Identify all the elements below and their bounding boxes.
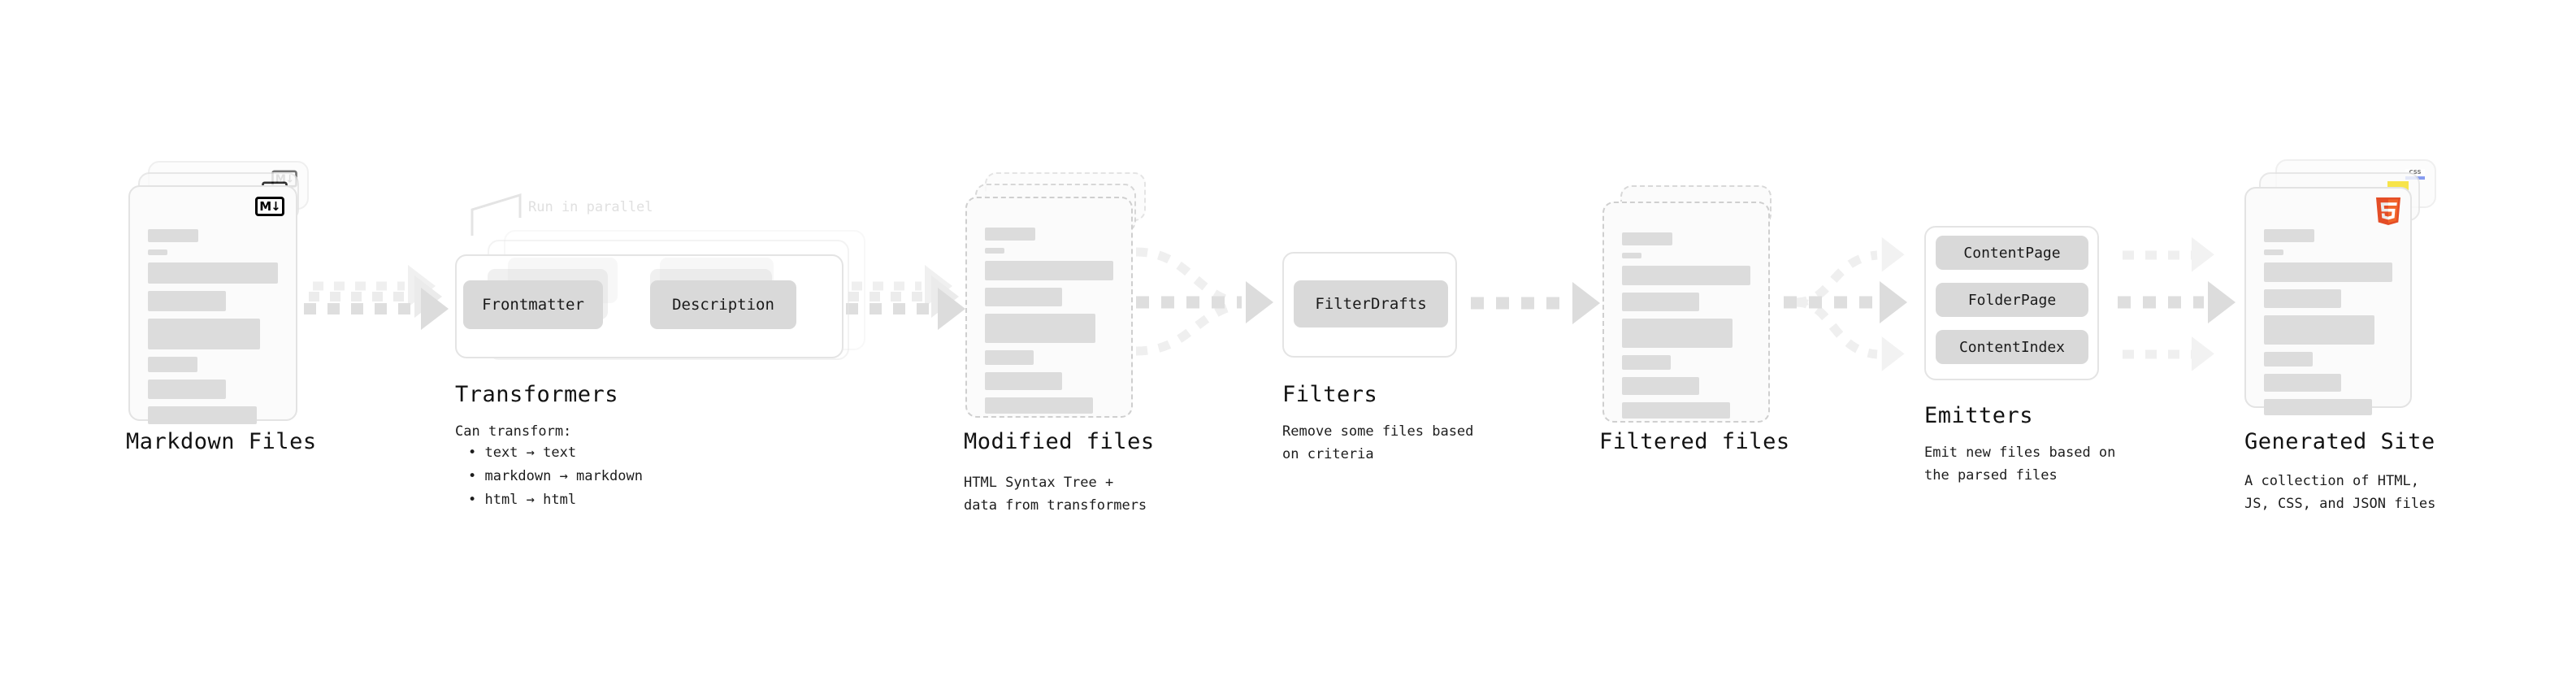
markdown-file-front: M↓ xyxy=(128,185,297,424)
generated-placeholder-lines xyxy=(2264,229,2392,423)
connector-modified-to-filters xyxy=(1135,247,1273,356)
connector-markdown-to-transformers xyxy=(304,265,449,330)
modified-file-stack xyxy=(965,172,1152,432)
html5-logo-icon xyxy=(2375,197,2401,225)
filtered-placeholder-lines xyxy=(1622,232,1750,426)
markdown-badge-arrow: ↓ xyxy=(271,198,281,214)
stage-caption-generated-site: Generated Site xyxy=(2244,429,2435,454)
emitter-chip-folderpage[interactable]: FolderPage xyxy=(1936,283,2088,317)
run-in-parallel-note: Run in parallel xyxy=(528,199,653,215)
stage-caption-markdown-files: Markdown Files xyxy=(126,429,317,454)
filter-chip-filterdrafts[interactable]: FilterDrafts xyxy=(1294,280,1448,327)
emitter-chip-contentindex[interactable]: ContentIndex xyxy=(1936,330,2088,364)
stage-subcaption-emitters: Emit new files based on the parsed files xyxy=(1924,445,2116,484)
transformers-bullet-list: • text → text • markdown → markdown • ht… xyxy=(468,441,643,512)
stage-subcaption-modified-files: HTML Syntax Tree + data from transformer… xyxy=(964,475,1147,514)
transformers-intro: Can transform: xyxy=(455,423,572,440)
markdown-badge: M↓ xyxy=(255,197,284,216)
connector-filtered-to-emitters xyxy=(1784,236,1907,371)
emitter-chip-contentpage[interactable]: ContentPage xyxy=(1936,236,2088,270)
generated-site-file-stack: CSS JS xyxy=(2244,159,2448,427)
generated-file-front-html xyxy=(2244,187,2412,415)
stage-caption-filters: Filters xyxy=(1282,382,1378,407)
stage-caption-modified-files: Modified files xyxy=(964,429,1155,454)
transformers-bullet-2: • html → html xyxy=(468,491,577,508)
transformer-chip-description[interactable]: Description xyxy=(650,280,796,329)
markdown-placeholder-lines xyxy=(148,229,278,432)
stage-caption-transformers: Transformers xyxy=(455,382,619,407)
markdown-file-stack: M↓ M↓ M↓ xyxy=(128,161,323,424)
stage-subcaption-filters: Remove some files based on criteria xyxy=(1282,423,1474,463)
modified-placeholder-lines xyxy=(985,228,1113,421)
transformers-bullet-1: • markdown → markdown xyxy=(468,467,643,484)
transformer-chip-frontmatter[interactable]: Frontmatter xyxy=(463,280,603,329)
filtered-file-stack xyxy=(1602,185,1789,429)
modified-file-front xyxy=(965,197,1133,418)
stage-subcaption-generated-site: A collection of HTML, JS, CSS, and JSON … xyxy=(2244,473,2436,513)
stage-caption-filtered-files: Filtered files xyxy=(1599,429,1790,454)
html5-badge xyxy=(2374,195,2402,228)
filtered-file-front xyxy=(1602,202,1770,423)
connector-emitters-to-site xyxy=(2118,236,2236,371)
connector-filters-to-filtered xyxy=(1471,282,1600,324)
stage-caption-emitters: Emitters xyxy=(1924,403,2034,428)
markdown-badge-letter: M xyxy=(259,198,271,214)
transformers-bullet-0: • text → text xyxy=(468,445,577,461)
